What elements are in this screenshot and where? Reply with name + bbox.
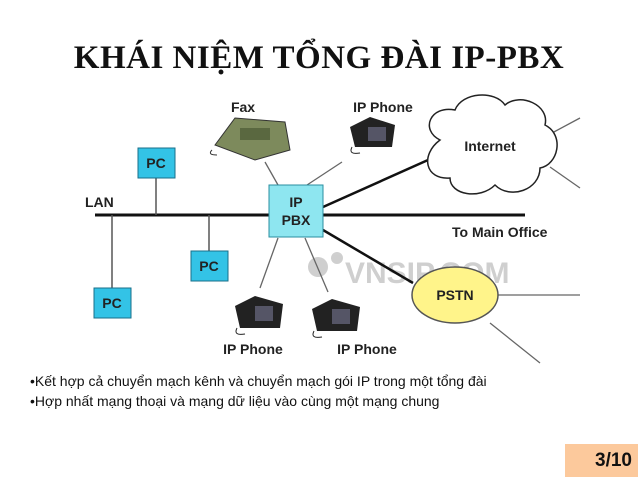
svg-text:PC: PC bbox=[146, 155, 165, 171]
pc-node: PC bbox=[137, 147, 176, 179]
fax-icon bbox=[209, 117, 291, 161]
main-office-label: To Main Office bbox=[452, 224, 548, 240]
internet-cloud: Internet bbox=[426, 94, 558, 195]
ip-phone-label: IP Phone bbox=[353, 99, 413, 115]
ip-phone-icon bbox=[235, 296, 283, 335]
svg-text:PBX: PBX bbox=[282, 212, 311, 228]
ip-phone-icon bbox=[312, 299, 360, 338]
svg-text:PC: PC bbox=[199, 258, 218, 274]
fax-label: Fax bbox=[231, 99, 255, 115]
internet-label: Internet bbox=[464, 138, 516, 154]
svg-text:IP: IP bbox=[289, 194, 302, 210]
pc-node: PC bbox=[93, 287, 132, 319]
pstn-node: PSTN bbox=[411, 266, 499, 324]
ip-phone-icon bbox=[350, 117, 395, 154]
lan-label: LAN bbox=[85, 194, 114, 210]
svg-text:PC: PC bbox=[102, 295, 121, 311]
page-number: 3/10 bbox=[565, 444, 638, 477]
ip-phone-label: IP Phone bbox=[223, 341, 283, 357]
ip-phone-label: IP Phone bbox=[337, 341, 397, 357]
pstn-label: PSTN bbox=[436, 287, 473, 303]
ip-pbx-node: IP PBX bbox=[268, 184, 324, 238]
slide-title: KHÁI NIỆM TỔNG ĐÀI IP-PBX bbox=[73, 40, 565, 76]
bullet-item: •Hợp nhất mạng thoại và mạng dữ liệu vào… bbox=[30, 393, 440, 409]
connections bbox=[95, 117, 581, 364]
bullet-item: •Kết hợp cả chuyển mạch kênh và chuyển m… bbox=[30, 373, 487, 389]
pc-node: PC bbox=[190, 250, 229, 282]
